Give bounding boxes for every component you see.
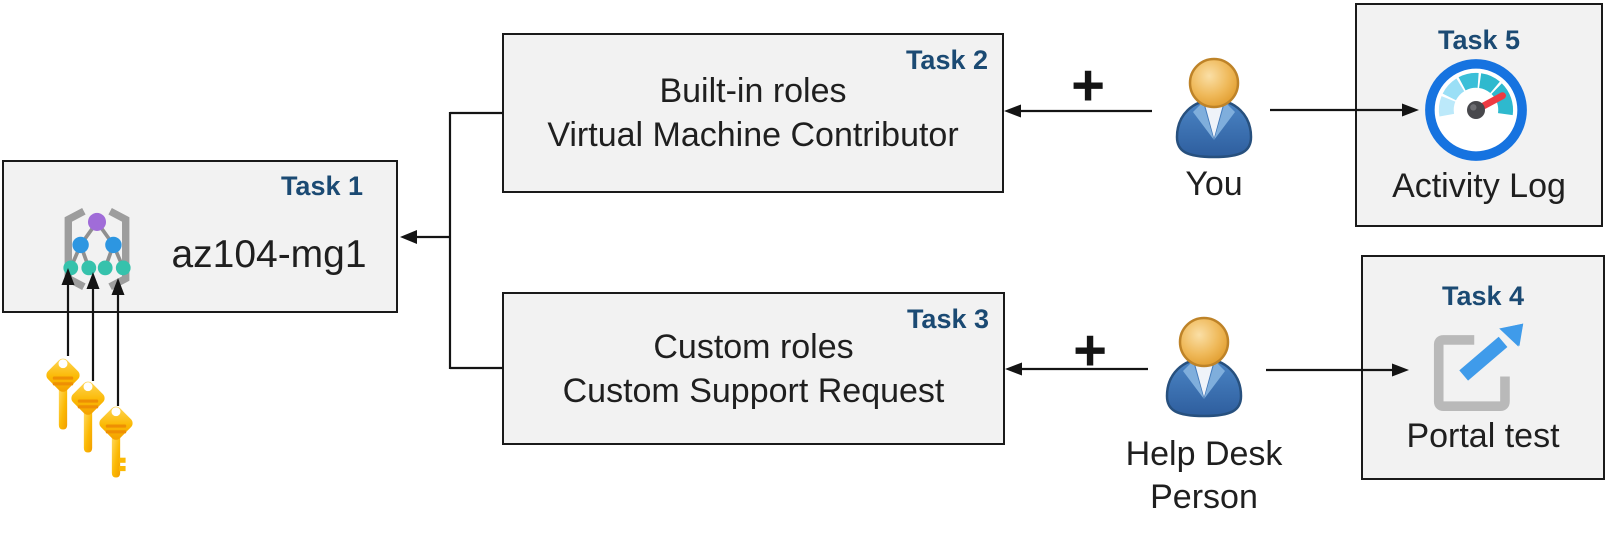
- task2-label: Task 2: [905, 45, 988, 75]
- task4-box: Task 4 Portal test: [1361, 255, 1605, 480]
- task5-label: Task 5: [1437, 25, 1521, 55]
- actor-you-label: You: [1185, 165, 1243, 203]
- external-link-icon: [1433, 323, 1524, 411]
- management-group-name: az104-mg1: [171, 233, 367, 276]
- task4-caption: Portal test: [1406, 417, 1560, 455]
- actor-help-desk-label: Help Desk Person: [1084, 433, 1324, 519]
- plus-icon: +: [1071, 53, 1105, 118]
- plus-icon: +: [1073, 318, 1107, 383]
- person-icon: [1165, 316, 1243, 418]
- management-group-icon: [63, 208, 131, 290]
- task5-box: Task 5 Activity Log: [1355, 3, 1603, 227]
- task2-text: Built-in roles Virtual Machine Contribut…: [504, 69, 1002, 157]
- actor-help-desk-person: Help Desk Person: [1126, 315, 1282, 519]
- key-icon: [97, 404, 135, 478]
- task1-box: Task 1 az104-mg1: [2, 160, 398, 313]
- task4-label: Task 4: [1441, 281, 1525, 311]
- actor-help-desk-label-line2: Person: [1150, 478, 1258, 516]
- person-icon: [1175, 57, 1253, 159]
- task3-roles-type: Custom roles: [653, 327, 854, 366]
- actor-help-desk-label-line1: Help Desk: [1125, 435, 1283, 473]
- task3-box: Task 3 Custom roles Custom Support Reque…: [502, 292, 1005, 445]
- task1-label: Task 1: [280, 171, 363, 201]
- task5-caption: Activity Log: [1392, 167, 1566, 205]
- task3-text: Custom roles Custom Support Request: [504, 325, 1003, 413]
- task3-role-name: Custom Support Request: [562, 371, 945, 410]
- task3-label: Task 3: [906, 304, 989, 334]
- speedometer-icon: [1425, 59, 1527, 161]
- task2-box: Task 2 Built-in roles Virtual Machine Co…: [502, 33, 1004, 193]
- actor-you: You: [1164, 56, 1264, 203]
- task2-role-name: Virtual Machine Contributor: [547, 116, 959, 154]
- task2-roles-type: Built-in roles: [659, 72, 847, 110]
